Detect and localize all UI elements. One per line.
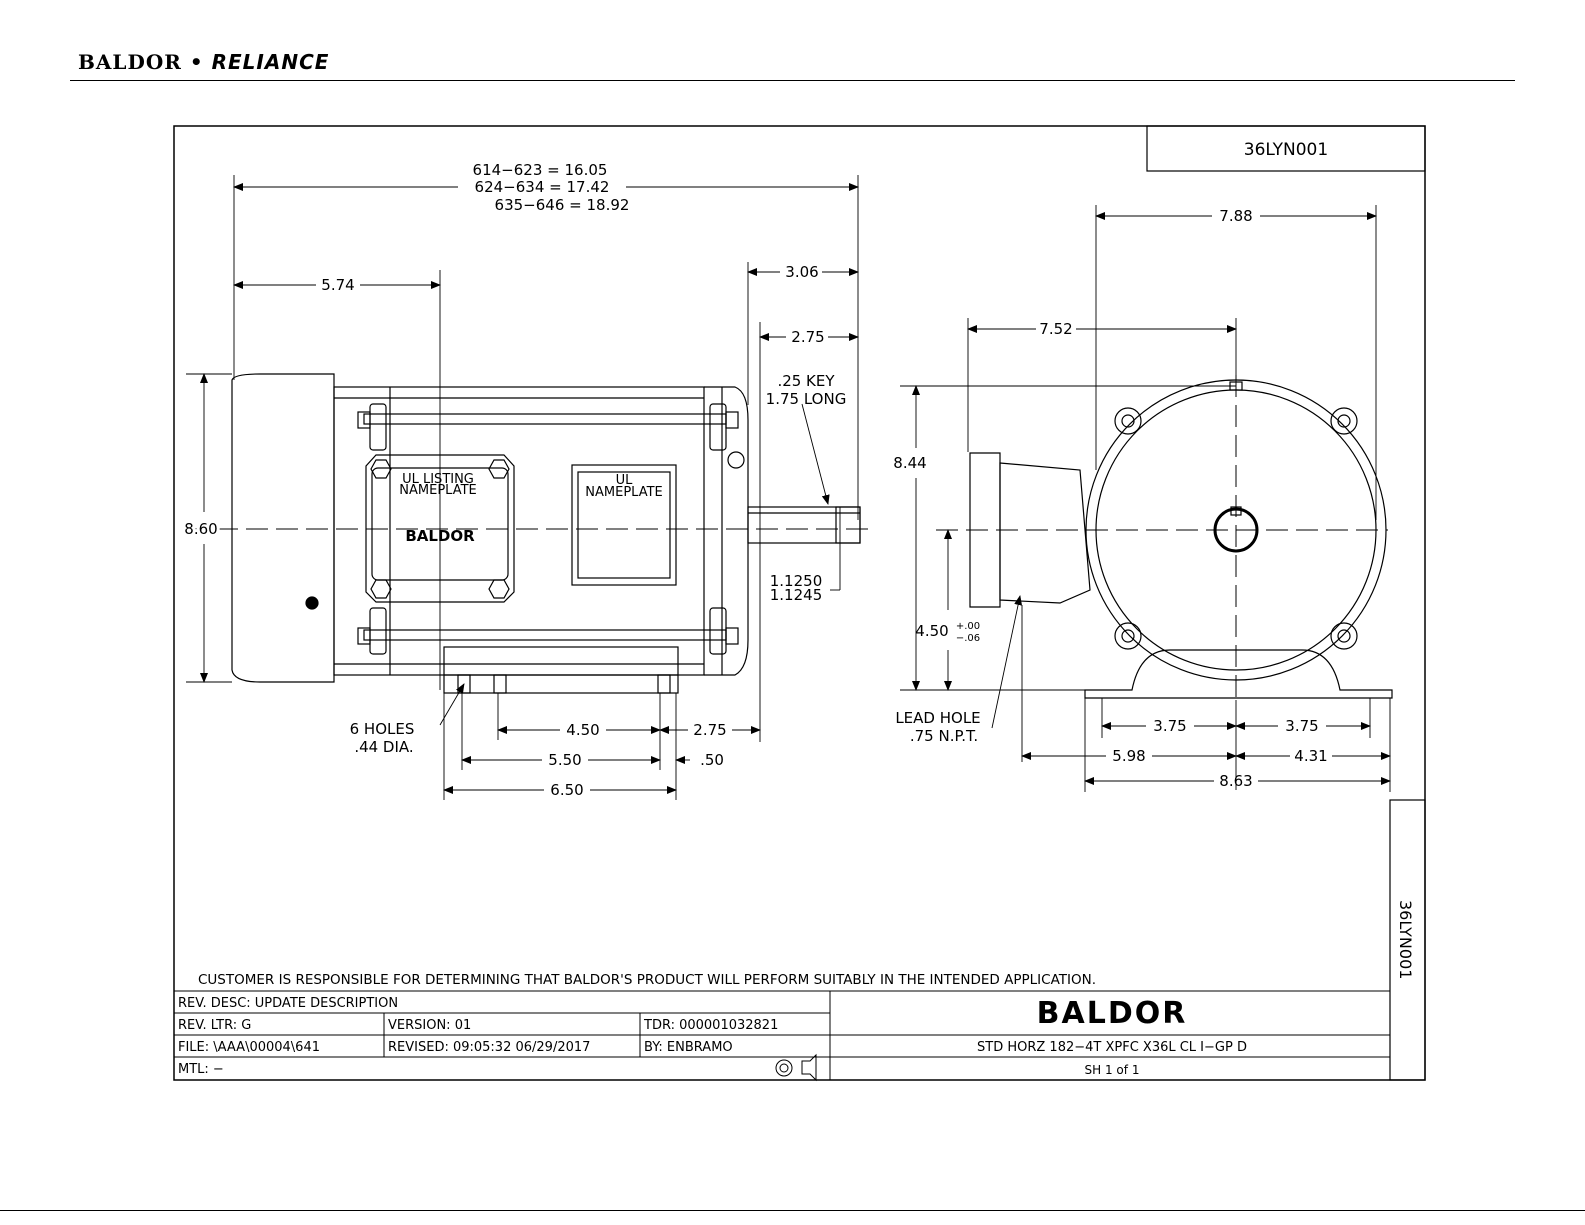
material: MTL: − xyxy=(178,1062,224,1077)
dim-7-52: 7.52 xyxy=(1039,320,1072,338)
title-block xyxy=(174,990,1390,1082)
dim-8-60: 8.60 xyxy=(184,520,217,538)
conduit-box xyxy=(999,462,1091,604)
ul-label-1: UL xyxy=(616,473,634,488)
nameplate-bolt xyxy=(488,579,510,599)
nameplate-bolt xyxy=(370,579,392,599)
dim-7-88: 7.88 xyxy=(1219,207,1252,225)
drawing-number-box: 36LYN001 xyxy=(1146,125,1426,172)
dim-2-75-top: 2.75 xyxy=(791,328,824,346)
overall-length-1: 614−623 = 16.05 xyxy=(473,161,608,179)
shaft-key xyxy=(835,506,861,544)
tie-rod-end xyxy=(357,627,371,645)
shaft-diameter-max: 1.1250 xyxy=(770,572,823,590)
side-view xyxy=(231,373,861,694)
nameplate-bolt xyxy=(488,459,510,479)
revised-date: REVISED: 09:05:32 06/29/2017 xyxy=(388,1040,590,1055)
sheet-number: SH 1 of 1 xyxy=(1085,1063,1140,1077)
drawing-border xyxy=(173,125,1426,1081)
mounting-foot xyxy=(443,646,679,694)
ul-listing-label-1: UL LISTING xyxy=(402,472,474,487)
key-label-1: .25 KEY xyxy=(777,372,835,390)
dim-0-50: .50 xyxy=(700,751,724,769)
nameplate-bolt xyxy=(370,459,392,479)
dim-5-50: 5.50 xyxy=(548,751,581,769)
overall-length-3: 635−646 = 18.92 xyxy=(495,196,630,214)
end-view-feet xyxy=(1084,649,1393,699)
dim-5-98: 5.98 xyxy=(1112,747,1145,765)
conduit-box-flange xyxy=(969,452,1001,608)
company-logo: BALDOR xyxy=(1037,996,1188,1031)
tie-rod-end xyxy=(357,411,371,429)
dim-2-75-bottom: 2.75 xyxy=(693,721,726,739)
dim-3-06: 3.06 xyxy=(785,263,818,281)
lead-hole-label-2: .75 N.P.T. xyxy=(910,727,978,745)
disclaimer: CUSTOMER IS RESPONSIBLE FOR DETERMINING … xyxy=(198,972,1096,988)
bracket-bolts xyxy=(1114,407,1358,650)
tie-rod-nut xyxy=(709,403,727,451)
ul-nameplate xyxy=(571,464,677,586)
dim-4-50-shaft-height: 4.50 xyxy=(915,622,948,640)
holes-label-2: .44 DIA. xyxy=(354,738,413,756)
lead-hole-label-1: LEAD HOLE xyxy=(895,709,980,727)
end-view xyxy=(969,379,1393,699)
tie-rod-nut xyxy=(709,607,727,655)
dim-5-74: 5.74 xyxy=(321,276,354,294)
drawing-description: STD HORZ 182−4T XPFC X36L CL I−GP D xyxy=(977,1040,1247,1055)
footer-divider xyxy=(0,1210,1585,1211)
file-path: FILE: \AAA\00004\641 xyxy=(178,1040,320,1055)
fan-cover xyxy=(231,373,335,683)
dim-3-75-left: 3.75 xyxy=(1153,717,1186,735)
dim-4-31: 4.31 xyxy=(1294,747,1327,765)
tie-rod-nut xyxy=(369,403,387,451)
dim-8-44: 8.44 xyxy=(893,454,926,472)
ground-screw xyxy=(305,596,319,610)
conduit-boss xyxy=(727,451,745,469)
brand-logo: BALDOR • RELIANCE xyxy=(78,50,329,74)
version: VERSION: 01 xyxy=(388,1018,471,1033)
ul-listing-label-2: NAMEPLATE xyxy=(399,483,476,498)
brand-logo-dot: • xyxy=(189,50,204,74)
revised-by: BY: ENBRAMO xyxy=(644,1040,733,1055)
drawing-number-side-box: 36LYN001 xyxy=(1389,799,1426,1081)
header-divider xyxy=(70,80,1515,81)
ul-listing-nameplate xyxy=(365,454,515,603)
shaft-diameter-min: 1.1245 xyxy=(770,586,823,604)
dim-6-50: 6.50 xyxy=(550,781,583,799)
brand-logo-reliance: RELIANCE xyxy=(211,50,330,74)
brand-logo-baldor: BALDOR xyxy=(78,50,182,74)
drawing-number-top: 36LYN001 xyxy=(1244,140,1328,160)
tolerance-plus: +.00 xyxy=(956,621,980,632)
end-view-dimensions xyxy=(900,205,1391,792)
dim-3-75-right: 3.75 xyxy=(1285,717,1318,735)
ul-label-2: NAMEPLATE xyxy=(585,485,662,500)
rev-desc: REV. DESC: UPDATE DESCRIPTION xyxy=(178,996,398,1011)
rev-ltr: REV. LTR: G xyxy=(178,1018,251,1033)
tie-rod-end xyxy=(725,411,739,429)
drawing-number-side: 36LYN001 xyxy=(1396,900,1415,979)
tie-rod-end xyxy=(725,627,739,645)
tie-rod-nut xyxy=(369,607,387,655)
tdr-number: TDR: 000001032821 xyxy=(643,1018,778,1033)
tie-rod-top xyxy=(363,413,727,425)
tolerance-minus: −.06 xyxy=(956,633,980,644)
dim-8-63: 8.63 xyxy=(1219,772,1252,790)
overall-length-2: 624−634 = 17.42 xyxy=(475,178,610,196)
side-view-dimensions xyxy=(186,175,859,800)
dim-4-50-feet: 4.50 xyxy=(566,721,599,739)
key-label-2: 1.75 LONG xyxy=(766,390,847,408)
holes-label-1: 6 HOLES xyxy=(350,720,415,738)
tie-rod-bottom xyxy=(363,629,727,641)
